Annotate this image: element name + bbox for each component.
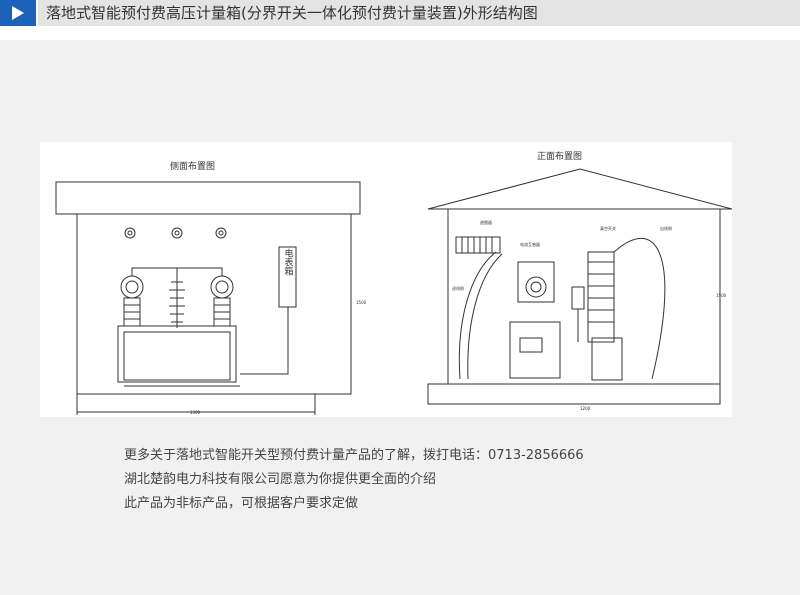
right-insulator	[210, 275, 234, 327]
page-header: 落地式智能预付费高压计量箱(分界开关一体化预付费计量装置)外形结构图	[0, 0, 800, 40]
info-line-phone: 更多关于落地式智能开关型预付费计量产品的了解，拨打电话：0713-2856666	[124, 448, 584, 463]
potential-transformer	[571, 286, 585, 310]
label-outgoing: 出线侧	[660, 225, 672, 231]
side-width-dim: 1300	[190, 410, 201, 415]
side-view-title: 侧面布置图	[170, 160, 215, 172]
contact-info: 更多关于落地式智能开关型预付费计量产品的了解，拨打电话：0713-2856666…	[124, 444, 584, 516]
label-incoming: 进线侧	[452, 285, 464, 291]
structure-diagram: 侧面布置图 1300 1500 电表箱	[55, 150, 732, 415]
vacuum-switch	[587, 251, 623, 381]
label-arrester: 避雷器	[480, 219, 492, 225]
current-transformer	[509, 261, 561, 379]
front-roof	[427, 168, 732, 210]
front-view-title: 正面布置图	[537, 150, 582, 162]
structure-drawing: 侧面布置图 1300 1500 电表箱	[40, 142, 732, 417]
info-line-company: 湖北楚韵电力科技有限公司愿意为你提供更全面的介绍	[124, 472, 437, 487]
front-width-dim: 1200	[580, 406, 591, 411]
left-insulator	[120, 275, 144, 327]
page-title: 落地式智能预付费高压计量箱(分界开关一体化预付费计量装置)外形结构图	[46, 4, 538, 22]
meter-box-label: 电表箱	[283, 247, 294, 276]
front-height-dim: 1500	[716, 293, 727, 298]
transformer-base	[117, 325, 237, 383]
outgoing-cable	[613, 238, 666, 380]
front-base	[427, 383, 721, 405]
side-roof	[55, 181, 361, 215]
title-bar: 落地式智能预付费高压计量箱(分界开关一体化预付费计量装置)外形结构图	[38, 0, 800, 26]
label-vacuum: 真空开关	[600, 225, 616, 231]
incoming-cable	[458, 251, 497, 380]
label-ct: 电流互感器	[520, 241, 540, 247]
wall-bushing	[455, 236, 501, 254]
play-arrow-icon	[0, 0, 36, 26]
lightning-arrester	[169, 268, 185, 328]
gauge-icons	[124, 227, 227, 239]
side-height-dim: 1500	[356, 300, 367, 305]
side-body	[76, 213, 352, 395]
info-line-custom: 此产品为非标产品，可根据客户要求定做	[124, 496, 359, 511]
